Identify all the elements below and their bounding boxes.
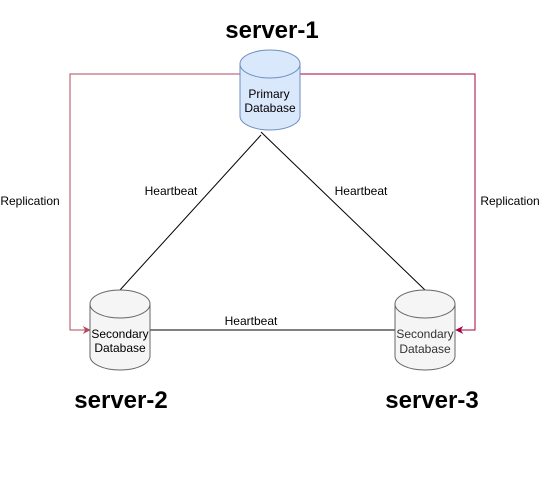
server-2-title: server-2 (74, 387, 167, 414)
replication-right-edge (300, 73, 476, 334)
primary-database-cylinder[interactable]: Primary Database (239, 49, 301, 131)
secondary-database-right-label-line2: Database (399, 342, 451, 356)
secondary-database-right-cylinder[interactable]: Secondary Database (394, 289, 456, 371)
secondary-database-left-label-line1: Secondary (91, 327, 148, 341)
replication-left-edge (69, 73, 240, 334)
server-3-title: server-3 (385, 387, 478, 414)
heartbeat-right-edge (260, 131, 426, 291)
secondary-database-left-label-line2: Database (94, 341, 146, 355)
server-1-title: server-1 (225, 17, 318, 44)
secondary-database-left-cylinder[interactable]: Secondary Database (89, 289, 151, 371)
heartbeat-right-label: Heartbeat (335, 184, 388, 198)
replication-right-label: Replication (480, 194, 539, 208)
secondary-database-right-label-line1: Secondary (396, 327, 453, 341)
heartbeat-left-label: Heartbeat (145, 184, 198, 198)
primary-database-label-line2: Database (244, 101, 296, 115)
heartbeat-bottom-label: Heartbeat (225, 314, 278, 328)
heartbeat-left-edge (119, 134, 262, 291)
primary-database-label-line1: Primary (248, 87, 289, 101)
replication-left-label: Replication (0, 194, 59, 208)
